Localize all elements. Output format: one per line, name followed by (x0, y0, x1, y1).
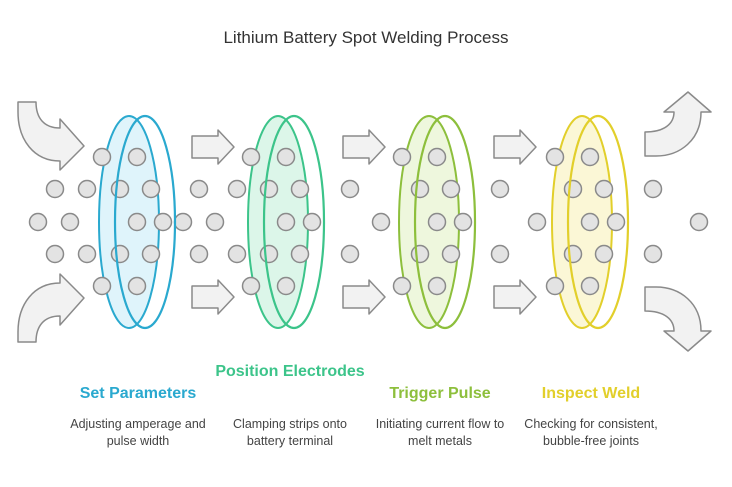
particle-dot (28, 212, 48, 232)
flow-arrow-icon (342, 129, 386, 165)
particle-dot (392, 276, 412, 296)
stage-3-title: Trigger Pulse (389, 385, 491, 402)
particle-dot (259, 244, 279, 264)
particle-dot (563, 179, 583, 199)
particle-dot (427, 212, 447, 232)
particle-dot (205, 212, 225, 232)
particle-dot (127, 212, 147, 232)
particle-dot (545, 147, 565, 167)
flow-arrow-icon (493, 129, 537, 165)
particle-dot (141, 179, 161, 199)
particle-dot (410, 244, 430, 264)
particle-dot (594, 244, 614, 264)
particle-dot (189, 179, 209, 199)
particle-dot (643, 179, 663, 199)
stage-1-ring-front (113, 114, 177, 330)
curved-entry-arrow-icon (17, 101, 85, 171)
particle-dot (689, 212, 709, 232)
particle-dot (527, 212, 547, 232)
particle-dot (276, 212, 296, 232)
stage-2-title: Position Electrodes (215, 363, 365, 380)
particle-dot (127, 147, 147, 167)
flow-arrow-icon (342, 279, 386, 315)
particle-dot (606, 212, 626, 232)
stage-3-ring-front (413, 114, 477, 330)
particle-dot (110, 244, 130, 264)
flow-arrow-icon (493, 279, 537, 315)
particle-dot (189, 244, 209, 264)
stage-1-title: Set Parameters (79, 385, 197, 402)
particle-dot (643, 244, 663, 264)
particle-dot (227, 179, 247, 199)
particle-dot (77, 244, 97, 264)
stage-2-description: Clamping strips onto battery terminal (233, 417, 347, 448)
particle-dot (441, 244, 461, 264)
diagram-title: Lithium Battery Spot Welding Process (223, 28, 509, 47)
particle-dot (545, 276, 565, 296)
particle-dot (302, 212, 322, 232)
particle-dot (276, 147, 296, 167)
particle-dot (490, 179, 510, 199)
particle-dot (141, 244, 161, 264)
curved-exit-arrow-icon (644, 286, 712, 352)
particle-dot (580, 276, 600, 296)
stage-4-title: Inspect Weld (541, 385, 641, 402)
stage-4-description: Checking for consistent, bubble-free joi… (524, 417, 658, 448)
particle-dot (563, 244, 583, 264)
particle-dot (227, 244, 247, 264)
curved-entry-arrow-icon (17, 273, 85, 343)
particle-dot (392, 147, 412, 167)
stage-2-ring-front (262, 114, 326, 330)
stage-4-ring-front (566, 114, 630, 330)
particle-dot (241, 276, 261, 296)
particle-dot (427, 276, 447, 296)
stage-1-description: Adjusting amperage and pulse width (70, 417, 206, 448)
particle-dot (92, 276, 112, 296)
particle-dot (594, 179, 614, 199)
particle-dot (153, 212, 173, 232)
particle-dot (173, 212, 193, 232)
flow-arrow-icon (191, 129, 235, 165)
curved-exit-arrow-icon (644, 91, 712, 157)
particle-dot (290, 244, 310, 264)
particle-dot (276, 276, 296, 296)
particle-dot (45, 244, 65, 264)
stage-3-description: Initiating current flow to melt metals (375, 417, 505, 448)
particle-dot (410, 179, 430, 199)
flow-arrow-icon (191, 279, 235, 315)
particle-dot (241, 147, 261, 167)
particle-dot (580, 212, 600, 232)
particle-dot (60, 212, 80, 232)
particle-dot (77, 179, 97, 199)
particle-dot (490, 244, 510, 264)
particle-dot (340, 179, 360, 199)
particle-dot (290, 179, 310, 199)
particle-dot (371, 212, 391, 232)
particle-dot (92, 147, 112, 167)
particle-dot (45, 179, 65, 199)
particle-dot (580, 147, 600, 167)
particle-dot (453, 212, 473, 232)
particle-dot (340, 244, 360, 264)
particle-dot (441, 179, 461, 199)
particle-dot (427, 147, 447, 167)
particle-dot (127, 276, 147, 296)
particle-dot (259, 179, 279, 199)
particle-dot (110, 179, 130, 199)
